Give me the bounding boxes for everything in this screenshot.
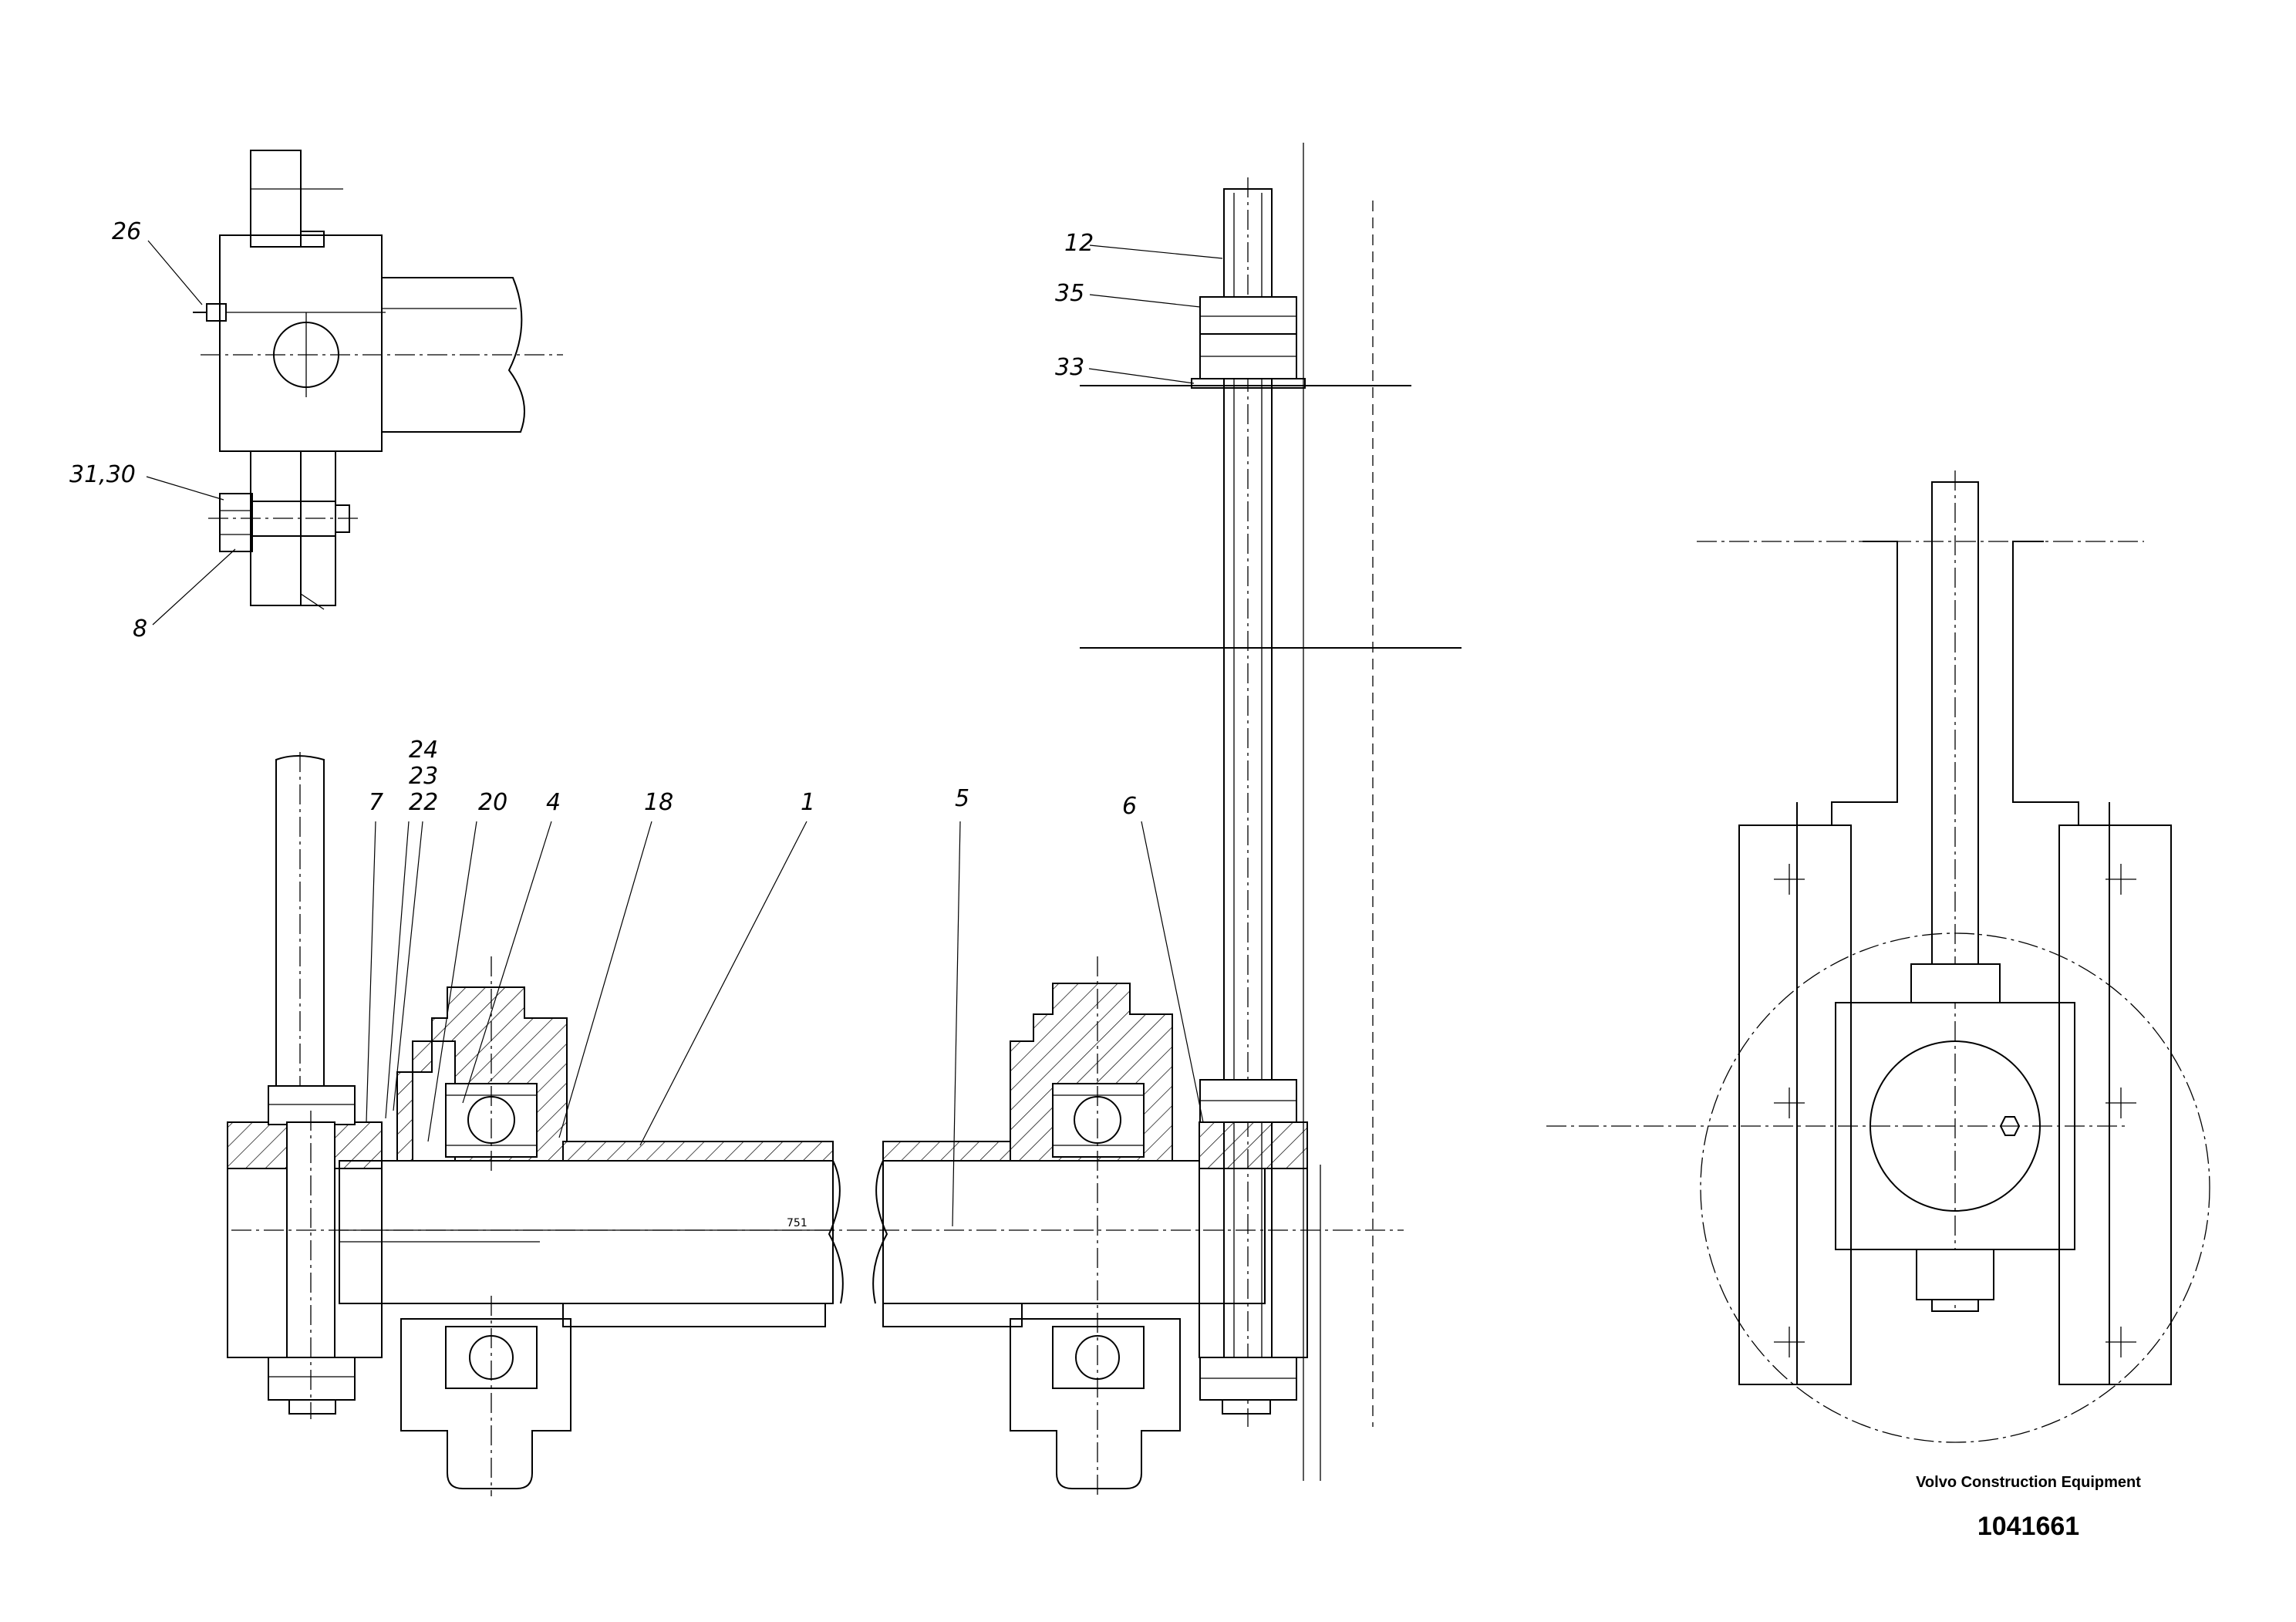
section-view-main: 7 5 1	[227, 143, 1462, 1496]
callout-4: 4	[546, 789, 561, 816]
callout-26: 26	[112, 218, 141, 245]
callout-1: 1	[801, 789, 815, 816]
callout-23: 23	[409, 763, 438, 790]
callout-22: 22	[409, 789, 438, 816]
callout-5: 5	[955, 785, 969, 812]
document-number: 1041661	[1977, 1512, 2080, 1541]
callout-24: 24	[409, 737, 438, 764]
callout-12: 12	[1064, 230, 1094, 257]
callout-6: 6	[1122, 793, 1137, 820]
callout-31-30: 31,30	[69, 461, 136, 488]
detail-view-top-left	[193, 150, 563, 610]
callouts: 26 31,30 8 12 35 33 24 23 22 7 20 4 18 1…	[69, 218, 1137, 820]
callout-18: 18	[644, 789, 673, 816]
callout-8: 8	[133, 615, 147, 642]
callout-35: 35	[1055, 280, 1084, 307]
callout-33: 33	[1055, 354, 1084, 381]
callout-7: 7	[369, 789, 383, 816]
end-view-right	[1546, 470, 2210, 1443]
callout-20: 20	[478, 789, 507, 816]
company-name: Volvo Construction Equipment	[1916, 1474, 2141, 1491]
dimension-label: 751	[787, 1217, 807, 1229]
leader-lines	[146, 240, 1223, 1227]
